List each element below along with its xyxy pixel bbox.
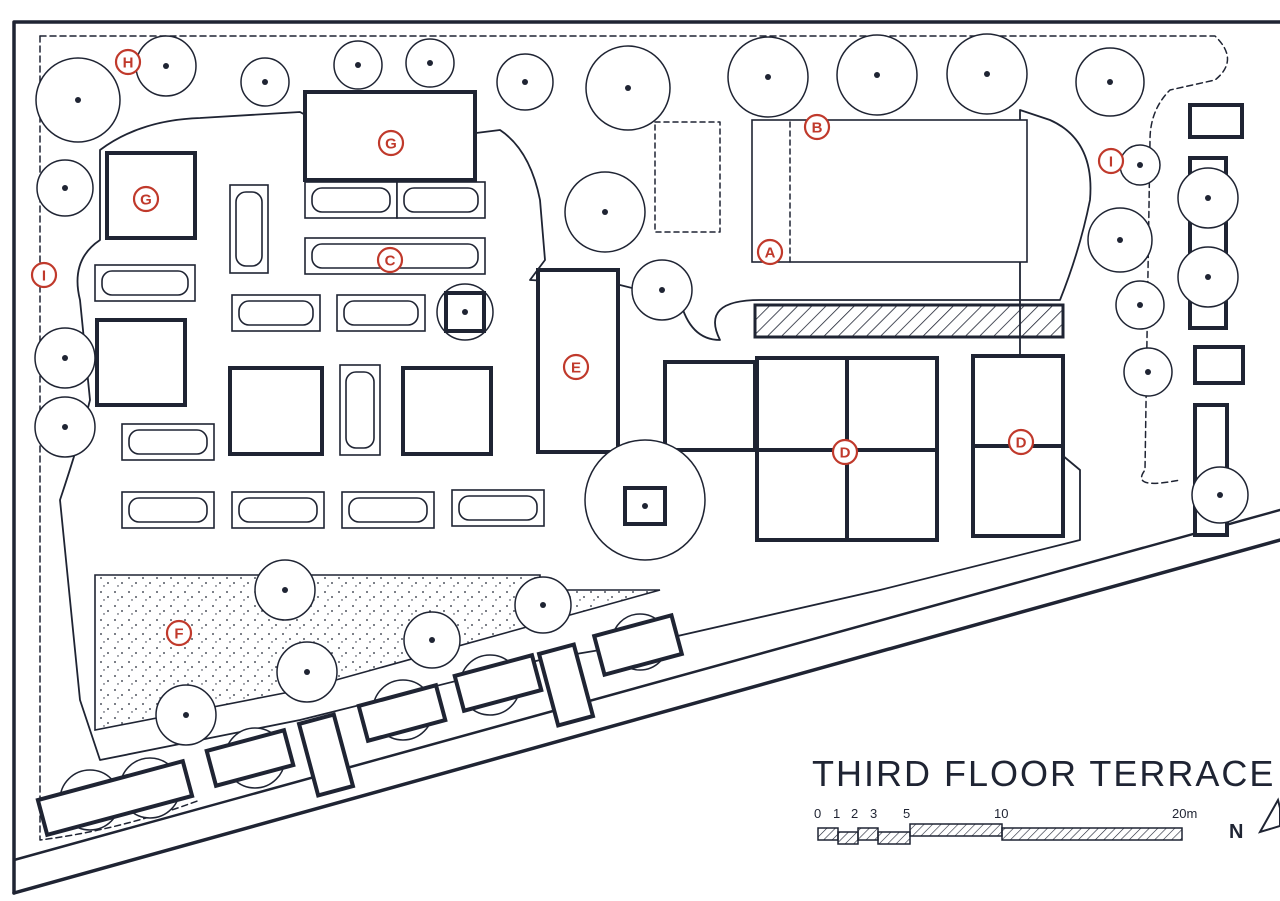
planting-edge — [39, 35, 1229, 841]
scale-tick-0: 0 — [814, 806, 821, 821]
svg-text:A: A — [765, 245, 776, 262]
svg-text:D: D — [840, 445, 851, 462]
edge-planters-right — [1177, 103, 1249, 537]
hatched-bench — [753, 303, 1065, 339]
tree-column-left — [34, 159, 96, 458]
planters-lower — [35, 612, 685, 838]
site-boundary — [12, 20, 1280, 895]
marker-g-left: G — [132, 185, 160, 213]
hedge-planters — [94, 181, 545, 529]
marker-h: H — [114, 48, 142, 76]
svg-text:D: D — [1016, 435, 1027, 452]
marker-e: E — [562, 353, 590, 381]
marker-d-right: D — [1007, 428, 1035, 456]
svg-text:N: N — [1229, 821, 1243, 843]
svg-text:I: I — [1109, 154, 1113, 171]
marker-a: A — [756, 238, 784, 266]
svg-text:G: G — [385, 136, 397, 153]
scale-tick-3: 3 — [870, 806, 877, 821]
svg-text:F: F — [174, 626, 183, 643]
scale-bar: 0 1 2 3 5 10 20m — [814, 806, 1197, 845]
svg-text:E: E — [571, 360, 581, 377]
scale-tick-20: 20m — [1172, 806, 1197, 821]
pavilion-blocks — [105, 90, 477, 240]
scale-tick-10: 10 — [994, 806, 1008, 821]
marker-g-top: G — [377, 129, 405, 157]
marker-b: B — [803, 113, 831, 141]
svg-text:H: H — [123, 55, 134, 72]
marker-f: F — [165, 619, 193, 647]
lawn-area — [654, 119, 1028, 263]
svg-text:I: I — [42, 268, 46, 285]
svg-text:B: B — [812, 120, 823, 137]
feature-tree — [584, 439, 706, 561]
marker-c: C — [376, 246, 404, 274]
marker-i-left: I — [30, 261, 58, 289]
north-arrow-icon: N — [1229, 797, 1280, 843]
tree-column-right — [1087, 144, 1173, 397]
marker-i-right: I — [1097, 147, 1125, 175]
scale-tick-2: 2 — [851, 806, 858, 821]
svg-text:G: G — [140, 192, 152, 209]
scale-tick-5: 5 — [903, 806, 910, 821]
scale-tick-1: 1 — [833, 806, 840, 821]
marker-d-left: D — [831, 438, 859, 466]
tree-row-top — [35, 33, 1145, 321]
deck-grid-left — [663, 356, 939, 542]
tree-planter-small — [436, 283, 494, 341]
svg-text:C: C — [385, 253, 396, 270]
seating-blocks — [95, 318, 493, 456]
drawing-title: THIRD FLOOR TERRACE — [812, 753, 1275, 794]
